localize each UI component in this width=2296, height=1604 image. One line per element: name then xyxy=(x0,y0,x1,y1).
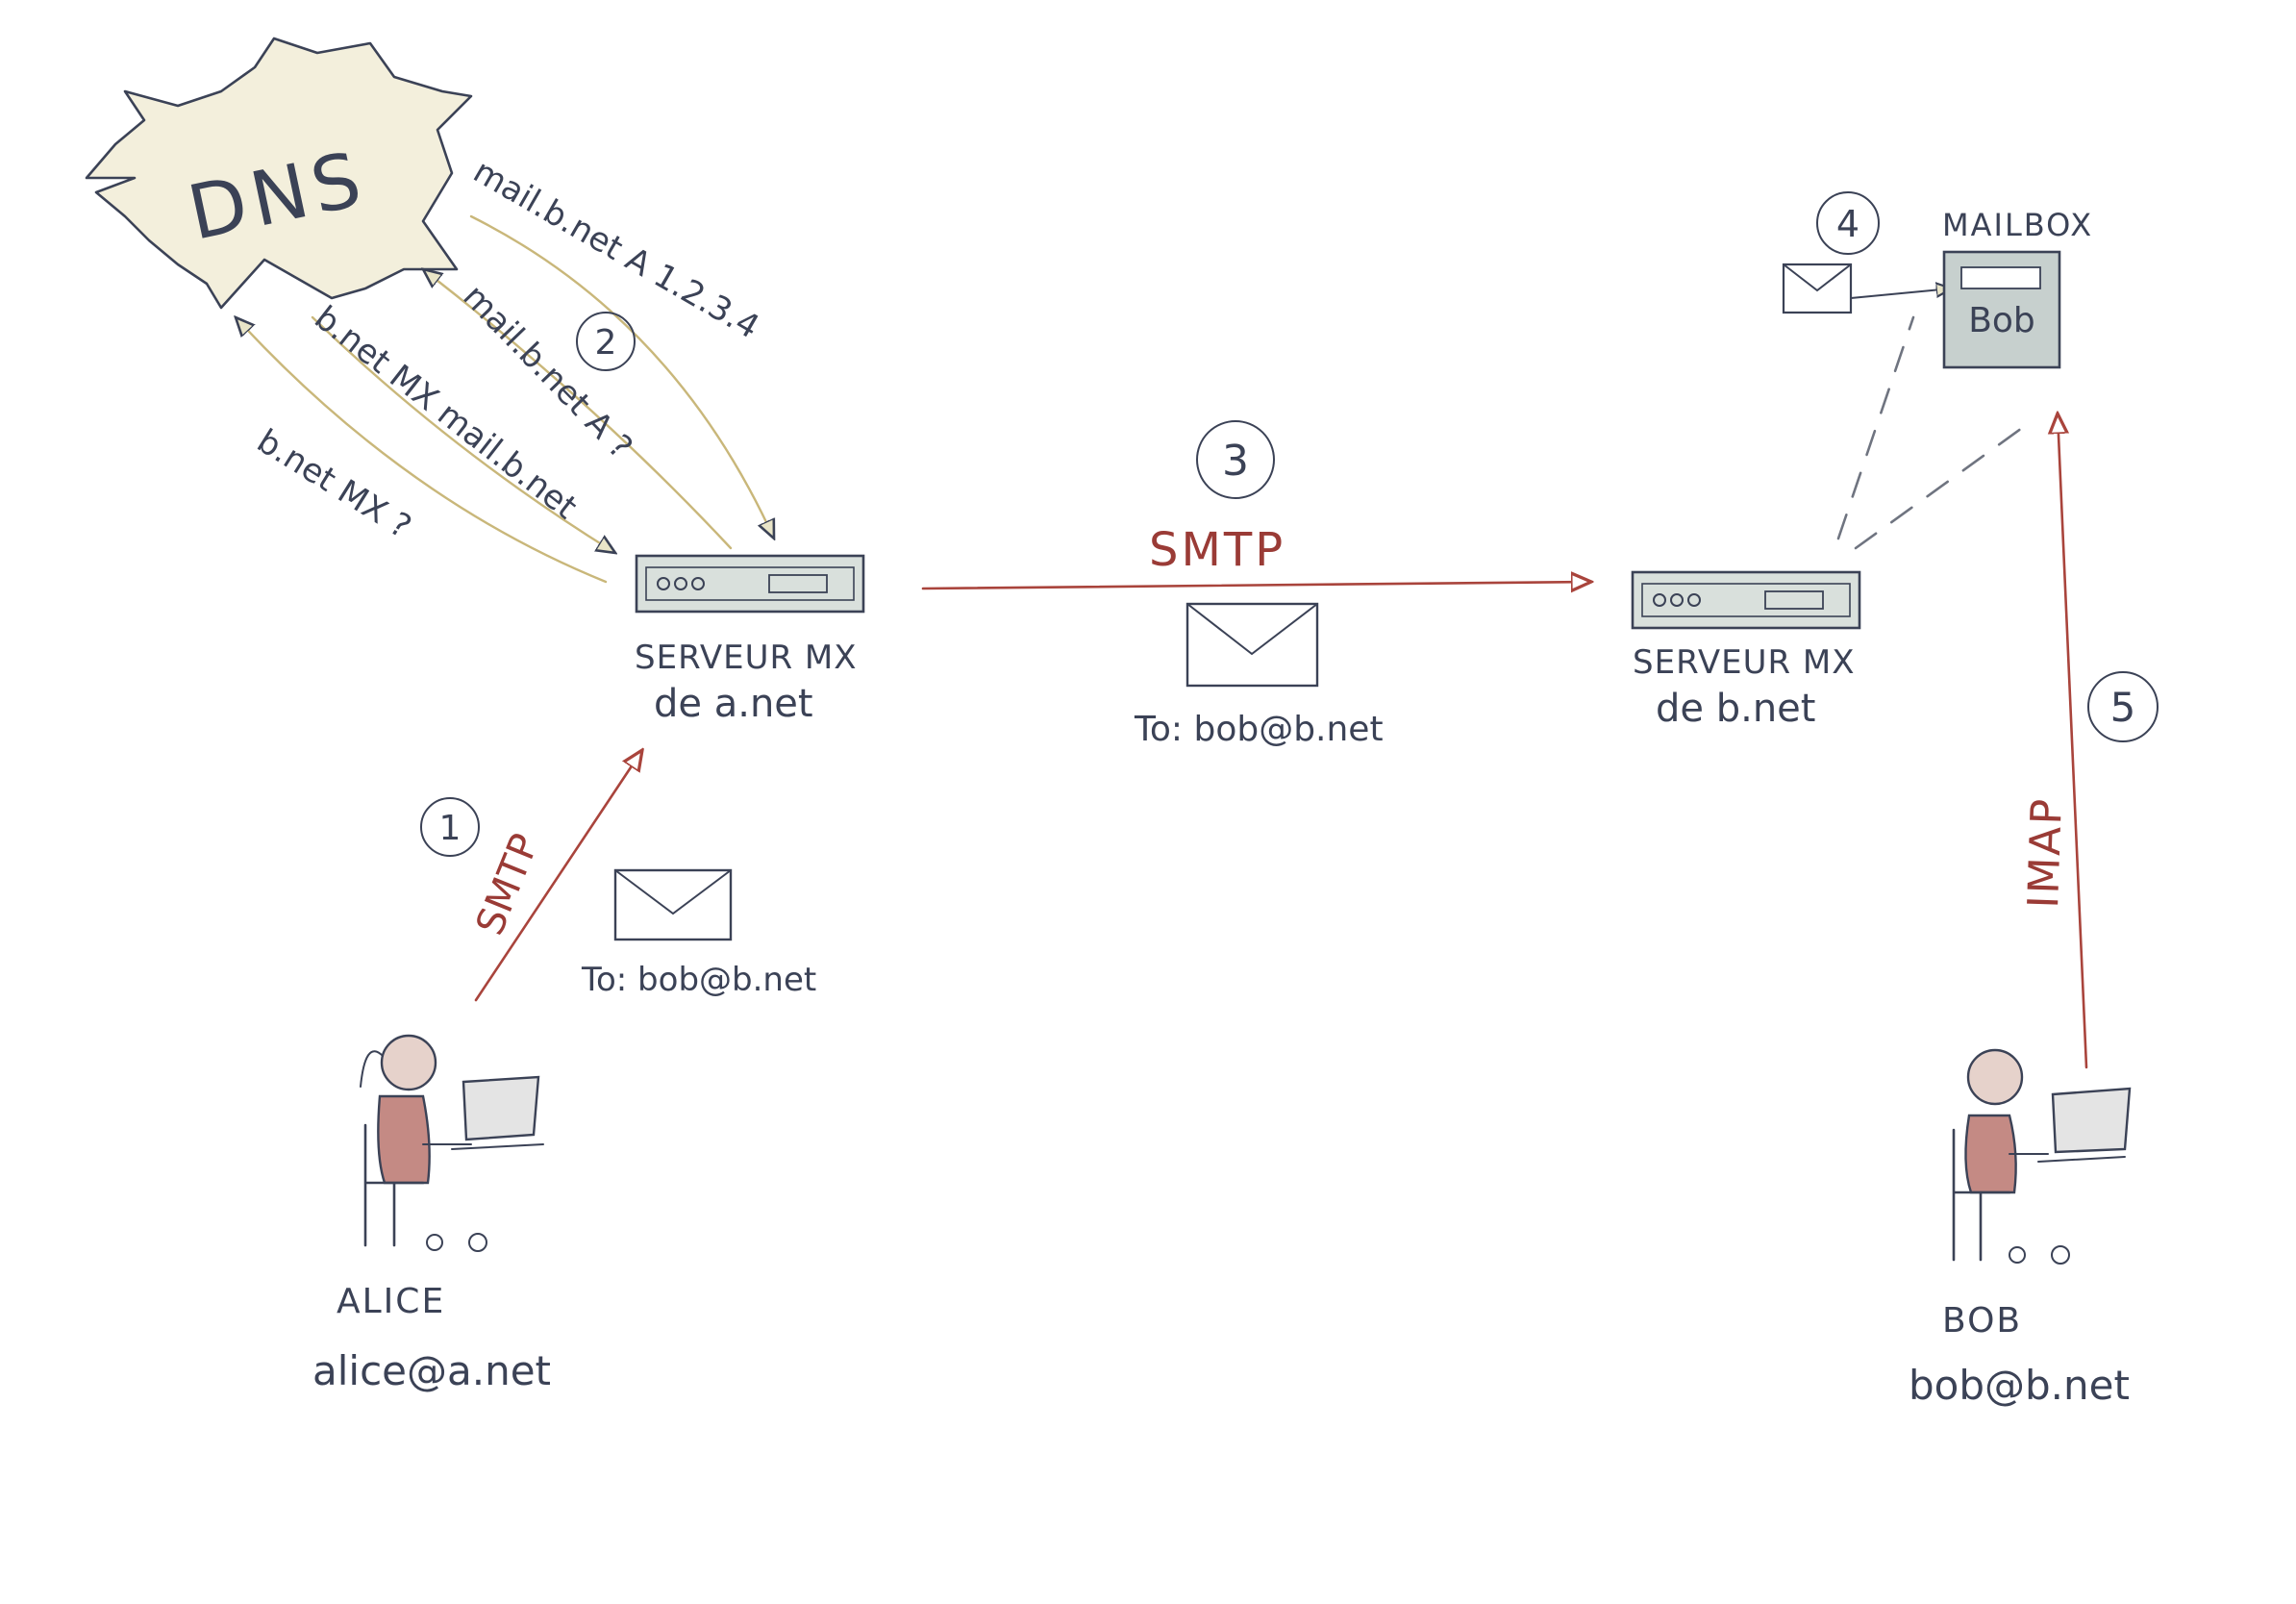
step-4-number: 4 xyxy=(1836,203,1859,245)
arrow-query-mx xyxy=(236,317,608,584)
step-2-badge: 2 xyxy=(576,312,636,371)
envelope-relay-to: To: bob@b.net xyxy=(1134,710,1384,749)
bob-figure xyxy=(1952,1048,2132,1265)
envelope-relay xyxy=(1185,602,1319,688)
arrow-answer-mx xyxy=(311,315,615,553)
dashed-link-mailbox-right xyxy=(1854,421,2031,550)
dns-exchange-arrows xyxy=(236,214,774,584)
dashed-link-mailbox-left xyxy=(1836,315,1915,540)
step-1-number: 1 xyxy=(439,809,462,848)
step-2-number: 2 xyxy=(595,323,617,363)
arrow-query-a xyxy=(423,269,733,550)
envelope-delivery xyxy=(1782,263,1853,314)
arrow-deliver-to-mailbox xyxy=(1850,288,1952,299)
imap-label: IMAP xyxy=(2019,796,2072,909)
arrow-answer-a xyxy=(469,214,774,539)
alice-figure xyxy=(360,1034,544,1252)
step-5-number: 5 xyxy=(2110,684,2136,731)
arrow-smtp-relay xyxy=(921,582,1591,589)
receiver-server-line1: SERVEUR MX xyxy=(1633,643,1856,682)
mailbox-title: MAILBOX xyxy=(1942,207,2093,243)
sender-server-line2: de a.net xyxy=(654,682,813,726)
alice-email: alice@a.net xyxy=(312,1347,551,1394)
bob-name: BOB xyxy=(1942,1301,2022,1341)
smtp-client-label: SMTP xyxy=(468,828,548,941)
bob-email: bob@b.net xyxy=(1909,1362,2130,1409)
dns-query-mx-text: b.net MX ? xyxy=(250,422,417,547)
receiver-mx-server xyxy=(1631,570,1861,630)
smtp-relay-label: SMTP xyxy=(1149,523,1285,577)
receiver-server-line2: de b.net xyxy=(1656,687,1815,731)
alice-name: ALICE xyxy=(337,1282,445,1321)
dns-cloud: DNS xyxy=(85,37,473,310)
step-5-badge: 5 xyxy=(2087,671,2159,742)
sender-server-line1: SERVEUR MX xyxy=(635,639,858,677)
mailbox-owner: Bob xyxy=(1968,301,2035,340)
step-3-badge: 3 xyxy=(1196,420,1275,499)
sender-mx-server xyxy=(635,554,865,614)
mailbox-bob: Bob xyxy=(1942,250,2061,369)
envelope-client-to: To: bob@b.net xyxy=(581,961,816,999)
step-1-badge: 1 xyxy=(420,797,480,857)
step-4-badge: 4 xyxy=(1816,191,1880,255)
envelope-client xyxy=(613,868,733,941)
arrow-smtp-client xyxy=(474,750,642,1002)
step-3-number: 3 xyxy=(1222,437,1249,486)
arrow-imap xyxy=(2058,414,2088,1069)
